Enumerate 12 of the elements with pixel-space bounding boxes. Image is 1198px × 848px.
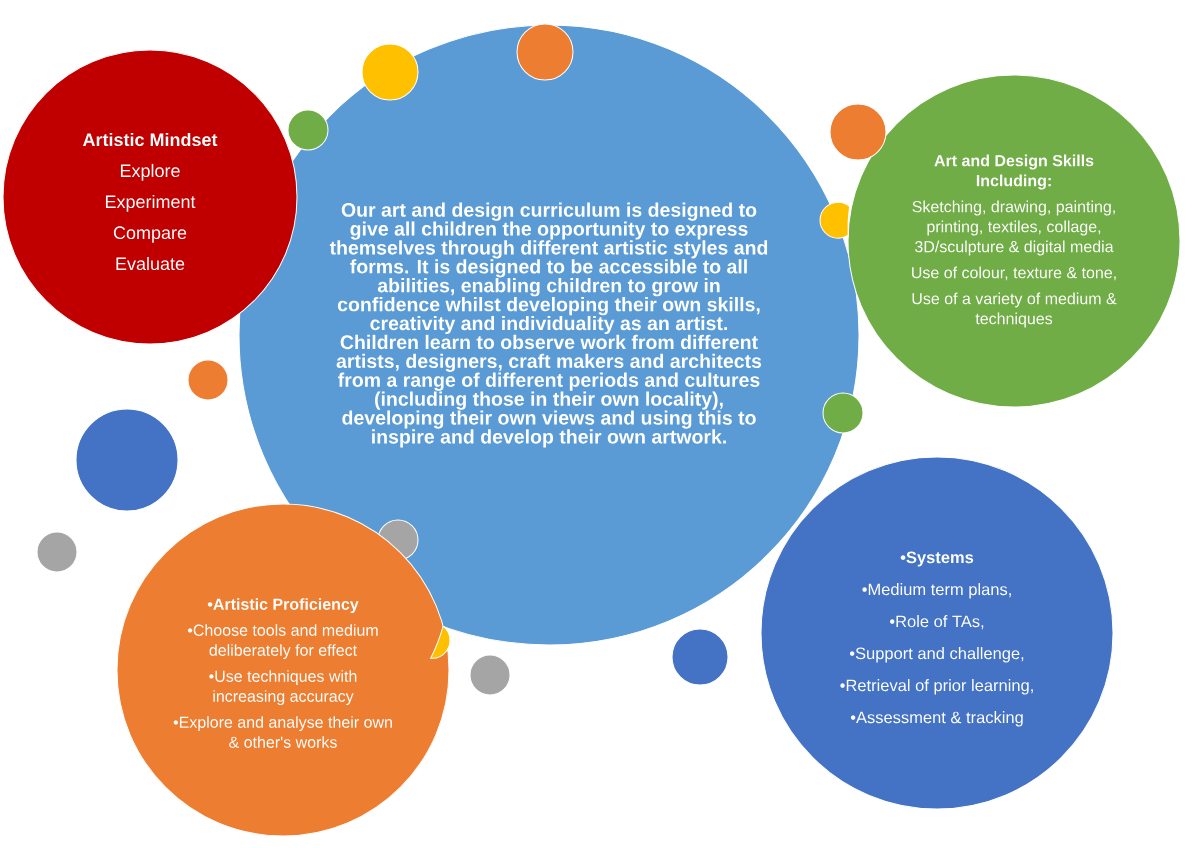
- text-bubble: •Artistic Proficiency •Choose tools and medium deliberately for effect •Use techniques with increasing accuracy •Explore and analyse their own & other's works: [116, 503, 450, 837]
- bubble: [287, 109, 329, 151]
- text-bubble: Art and Design Skills Including: Sketching, drawing, painting, printing, textiles, collage, 3D/sculpture & digital media Use of colour, texture & tone, Use of a variety of medium & techniques: [847, 74, 1181, 408]
- text-bubble: Artistic Mindset Explore Experiment Compare Evaluate: [2, 49, 298, 345]
- bubble: [671, 628, 729, 686]
- bubble: [469, 654, 511, 696]
- text-bubble: •Systems •Medium term plans, •Role of TAs, •Support and challenge, •Retrieval of prior learning, •Assessment & tracking: [760, 456, 1114, 810]
- bubble: [187, 359, 229, 401]
- bubble: [822, 392, 864, 434]
- bubble: [829, 103, 887, 161]
- bubble: [75, 408, 179, 512]
- bubble: [36, 531, 78, 573]
